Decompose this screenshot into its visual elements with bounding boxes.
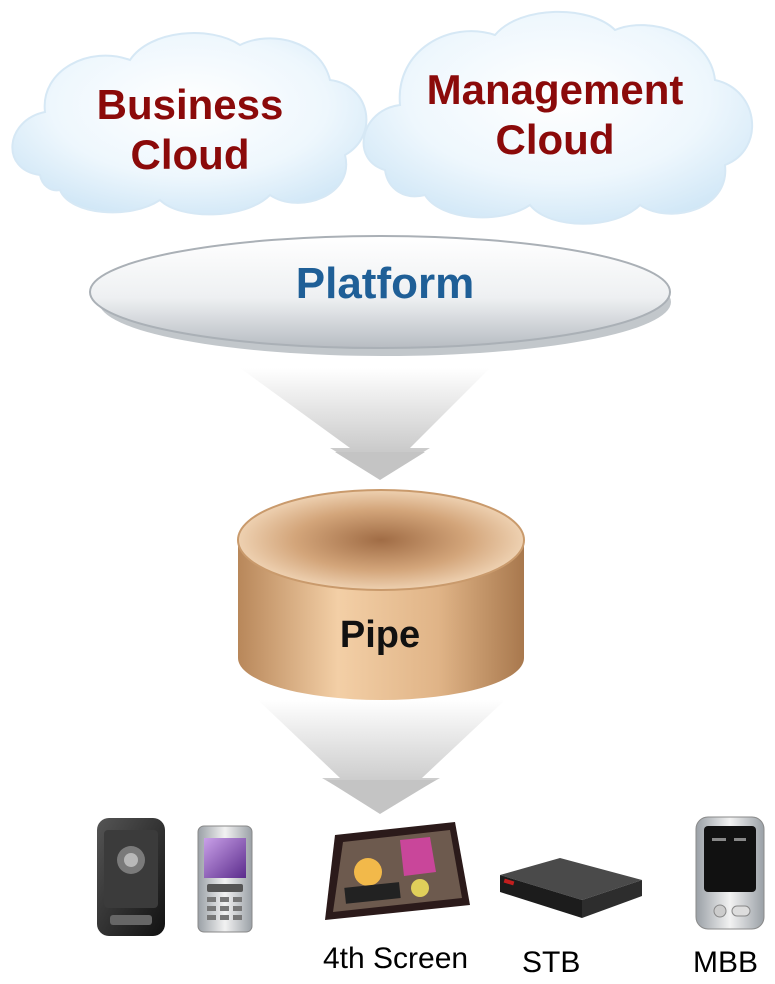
management-cloud-label: Management Cloud <box>400 65 710 166</box>
management-cloud-line-1: Management <box>426 66 684 113</box>
funnel-arrow-top <box>240 368 490 480</box>
platform-label: Platform <box>295 259 475 308</box>
tablet-label: 4th Screen <box>323 942 469 975</box>
pipe-label: Pipe <box>339 614 421 656</box>
stb-label: STB <box>522 946 581 979</box>
smartphone-icon <box>97 818 165 936</box>
pipe-cylinder <box>237 489 525 700</box>
business-cloud <box>11 32 368 216</box>
funnel-arrow-bottom <box>258 700 505 814</box>
set-top-box-icon <box>500 858 642 918</box>
management-cloud <box>362 10 754 225</box>
feature-phone-icon <box>197 825 253 933</box>
management-cloud-line-2: Cloud <box>495 116 615 164</box>
business-cloud-line-1: Business <box>96 81 284 128</box>
business-cloud-label: Business Cloud <box>70 80 310 181</box>
business-cloud-line-2: Cloud <box>130 131 250 179</box>
tablet-icon <box>325 822 470 920</box>
mbb-label: MBB <box>693 946 759 979</box>
mobile-broadband-router-icon <box>695 816 765 930</box>
platform-disc <box>89 235 671 356</box>
